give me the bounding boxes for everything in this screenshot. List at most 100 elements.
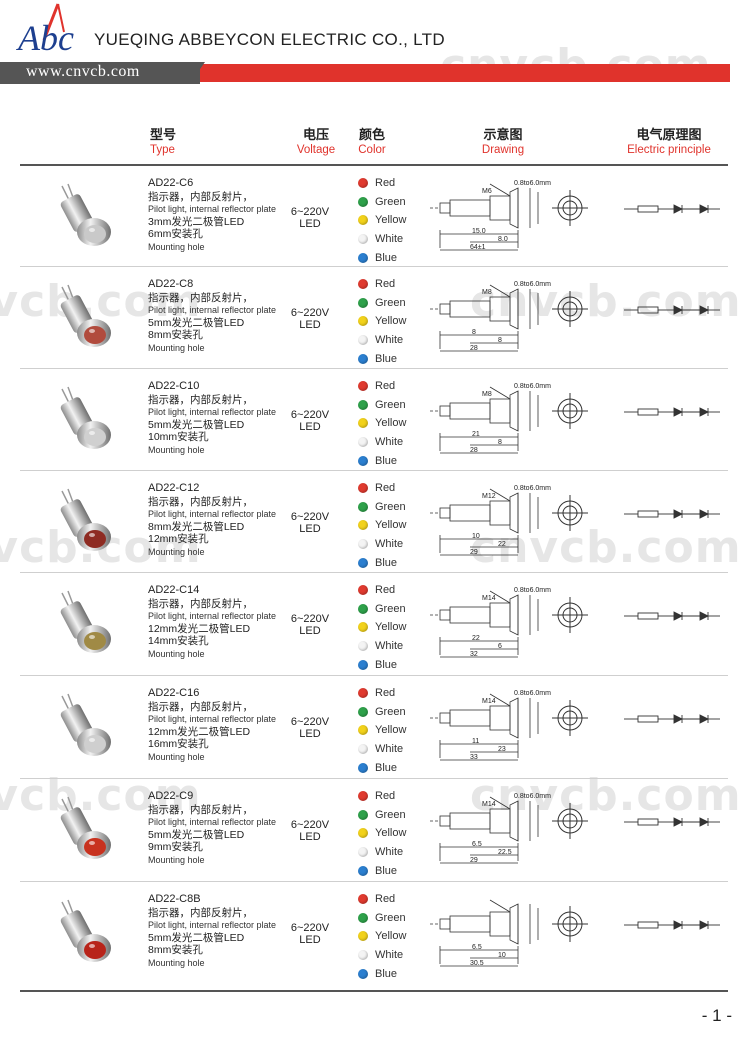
product-photo [60,693,111,756]
color-dot-icon [358,809,368,820]
product-desc-zh: 指示器，内部反射片， [148,291,253,304]
website-url[interactable]: www.cnvcb.com [26,63,140,80]
drawing-thread-label: M14 [482,595,496,602]
color-name: Green [375,195,406,208]
product-led-zh: 12mm发光二极管LED [148,622,251,635]
color-dot-icon [358,968,368,979]
product-desc-zh: 指示器，内部反射片， [148,597,253,610]
drawing-dim-2: 22.5 [498,849,512,856]
mounting-hole-icon [552,700,588,736]
color-dot-icon [358,316,368,327]
col-header-voltage-en: Voltage [296,144,336,156]
color-name: White [375,846,404,859]
color-option: Green [358,498,406,517]
color-name: White [375,640,404,653]
color-dot-icon [358,381,368,392]
drawing-dim-1: 6.5 [472,944,482,951]
color-dot-icon [358,744,368,755]
product-desc-en: Pilot light, internal reflector plate [148,509,277,519]
product-photo [60,796,111,859]
drawing-thread-label: M12 [482,493,496,500]
color-option: Red [358,174,406,193]
voltage-value: 6~220V [290,716,330,728]
product-photo [60,386,111,449]
color-option: Red [358,787,406,806]
color-name: Blue [375,454,398,467]
drawing-dim-2: 8.0 [498,236,508,243]
color-name: Red [375,278,396,291]
color-name: White [375,334,404,347]
product-model: AD22-C14 [148,584,200,596]
led-circuit-icon [624,204,720,214]
drawing-pin-label: 0.8to6.0mm [514,793,551,800]
drawing-thread-label: M14 [482,698,496,705]
product-desc-zh: 指示器，内部反射片， [148,700,253,713]
color-name: Red [375,482,396,495]
product-desc-zh: 指示器，内部反射片， [148,190,253,203]
dimension-drawing [430,284,539,352]
color-name: Green [375,705,406,718]
product-photo [60,183,111,246]
mounting-hole-icon [552,495,588,531]
company-name: YUEQING ABBEYCON ELECTRIC CO., LTD [94,30,445,49]
drawing-dim-3: 64±1 [470,244,486,251]
color-option: Green [358,193,406,212]
color-dot-icon [358,950,368,961]
color-dot-icon [358,931,368,942]
dimension-drawing [430,693,539,761]
color-name: Green [375,500,406,513]
product-led-zh: 12mm发光二极管LED [148,725,251,738]
product-model: AD22-C12 [148,482,200,494]
led-circuit-icon [624,611,720,621]
drawing-pin-label: 0.8to6.0mm [514,690,551,697]
col-header-drawing: 示意图 Drawing [470,124,536,156]
svg-text:Abc: Abc [16,18,74,58]
drawing-pin-label: 0.8to6.0mm [514,383,551,390]
drawing-thread-label: M14 [482,801,496,808]
product-hole-zh: 6mm安装孔 [148,228,203,240]
drawing-pin-label: 0.8to6.0mm [514,281,551,288]
color-option: Red [358,479,406,498]
product-led-zh: 5mm发光二极管LED [148,828,245,841]
product-model: AD22-C8B [148,893,201,905]
mounting-hole-icon [552,906,588,942]
color-option: White [358,946,406,965]
color-dot-icon [358,353,368,364]
voltage-type: LED [299,831,321,843]
product-desc-zh: 指示器，内部反射片， [148,803,253,816]
color-name: Blue [375,251,398,264]
color-dot-icon [358,520,368,531]
color-option: Blue [358,349,406,368]
color-dot-icon [358,847,368,858]
color-option: Yellow [358,312,406,331]
color-name: Yellow [375,315,407,328]
product-hole-en: Mounting hole [148,241,205,252]
product-desc-zh: 指示器，内部反射片， [148,906,253,919]
color-dot-icon [358,399,368,410]
color-option: White [358,433,406,452]
product-model: AD22-C16 [148,687,200,699]
color-dot-icon [358,762,368,773]
product-photo [60,488,111,551]
drawing-dim-3: 29 [470,549,478,556]
drawing-thread-label: M6 [482,188,492,195]
color-dot-icon [358,455,368,466]
color-dot-icon [358,659,368,670]
mounting-hole-icon [552,803,588,839]
product-photo [60,590,111,653]
color-dot-icon [358,688,368,699]
drawing-dim-1: 6.5 [472,841,482,848]
product-desc-zh: 指示器，内部反射片， [148,495,253,508]
product-desc-en: Pilot light, internal reflector plate [148,714,277,724]
bottom-rule [20,990,728,992]
dimension-drawing [430,488,539,556]
color-option: Green [358,294,406,313]
voltage-value: 6~220V [290,613,330,625]
